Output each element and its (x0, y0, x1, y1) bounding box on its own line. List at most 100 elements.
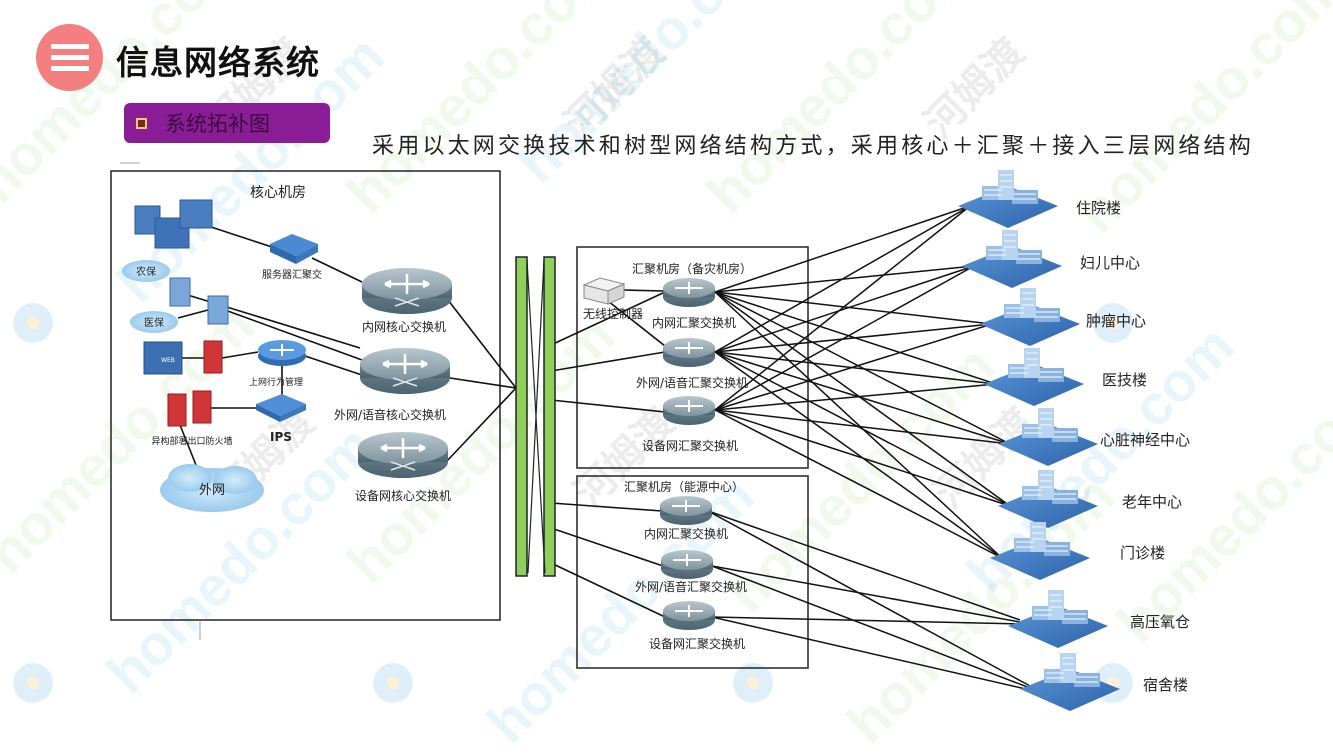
agg1-device-switch-icon (662, 395, 716, 426)
watermark-flower-icon (370, 660, 416, 706)
network-link (304, 355, 363, 376)
agg2-extranet-label: 外网/语音汇聚交换机 (635, 579, 747, 594)
hamburger-menu-icon[interactable] (36, 24, 103, 91)
agg1-extranet-switch-icon (662, 337, 716, 368)
core-extranet-label: 外网/语音核心交换机 (334, 407, 446, 422)
network-link (714, 265, 975, 411)
network-link (221, 351, 259, 359)
building-label: 心脏神经中心 (1100, 431, 1190, 449)
building-label: 住院楼 (1076, 199, 1121, 217)
yibao-label: 医保 (144, 316, 164, 329)
gateway-server-icon (169, 277, 229, 325)
building-label: 宿舍楼 (1143, 676, 1188, 694)
building-icon (997, 407, 1099, 467)
building-icon (997, 469, 1099, 529)
network-link (714, 205, 971, 293)
building-label: 门诊楼 (1120, 544, 1165, 562)
building-label: 高压氧仓 (1130, 613, 1190, 631)
network-link (714, 409, 1003, 559)
network-link (707, 510, 1021, 621)
agg2-intranet-switch-icon (659, 495, 713, 526)
core-device-label: 设备网核心交换机 (355, 488, 451, 503)
building-icon (979, 287, 1081, 347)
building-icon (1007, 589, 1109, 649)
links (169, 205, 1031, 691)
cloud-icon (122, 260, 178, 333)
building-label: 医技楼 (1102, 371, 1147, 389)
watermark-flower-icon (10, 660, 56, 706)
network-link (714, 205, 971, 411)
network-link (714, 351, 997, 385)
wireless-controller-label: 无线控制器 (583, 307, 643, 321)
firewall-label: 异构部署出口防火墙 (151, 435, 232, 447)
core-extranet-switch-icon (358, 346, 452, 396)
network-link (714, 265, 975, 293)
network-link (714, 323, 993, 353)
agg2-intranet-label: 内网汇聚交换机 (644, 526, 728, 541)
building-icon (989, 521, 1091, 581)
agg1-intranet-label: 内网汇聚交换机 (652, 315, 736, 330)
network-link (711, 565, 1031, 689)
section-tag-label: 系统拓补图 (165, 112, 270, 136)
network-link (714, 351, 1011, 445)
fiber-cross-link (527, 259, 545, 574)
building-label: 老年中心 (1122, 493, 1182, 511)
network-link (204, 224, 276, 249)
nongbao-label: 农保 (136, 265, 156, 278)
ips-label: IPS (270, 430, 292, 444)
network-link (714, 291, 993, 325)
network-link (714, 409, 1011, 507)
internet-label: 外网 (199, 483, 225, 498)
building-icon (961, 229, 1063, 289)
network-link (714, 291, 1003, 559)
core-intranet-switch-icon (360, 266, 454, 316)
agg2-device-label: 设备网汇聚交换机 (649, 636, 745, 651)
building-icon (957, 169, 1059, 229)
core-intranet-label: 内网核心交换机 (362, 319, 446, 334)
network-link (711, 616, 1031, 691)
network-link (447, 299, 517, 389)
network-link (224, 309, 363, 361)
internet-cloud-icon (160, 464, 264, 512)
section-tag: 系统拓补图 (124, 103, 330, 143)
fiber-trunk-bar (543, 256, 556, 577)
network-link (714, 265, 975, 353)
network-link (714, 351, 1003, 559)
agg-room-2-box (576, 475, 809, 669)
network-link (711, 616, 1021, 625)
network-link (623, 289, 666, 292)
server-icon (134, 199, 213, 249)
network-link (714, 205, 971, 353)
network-link (177, 419, 199, 471)
building-icon (1019, 652, 1121, 712)
server-agg-label: 服务器汇聚交 (262, 268, 322, 281)
network-link (711, 565, 1021, 623)
network-link (449, 377, 517, 389)
agg1-extranet-label: 外网/语音汇聚交换机 (636, 375, 748, 390)
network-link (714, 323, 993, 411)
network-link (714, 409, 1011, 445)
core-room-title: 核心机房 (250, 185, 306, 201)
agg2-device-switch-icon (662, 600, 716, 631)
core-device-switch-icon (356, 430, 450, 480)
page-title: 信息网络系统 (116, 43, 320, 82)
network-link (311, 257, 363, 283)
network-link (714, 351, 1011, 507)
network-link (550, 502, 663, 512)
watermark-flower-icon (10, 300, 56, 346)
bullet-icon (136, 117, 147, 129)
watermark-flower-icon (1090, 300, 1136, 346)
network-link (550, 351, 666, 372)
agg-room-1-title: 汇聚机房（备灾机房） (632, 261, 752, 276)
building-label: 妇儿中心 (1080, 254, 1140, 272)
core-room-box (110, 170, 501, 621)
network-link (707, 510, 1031, 687)
wireless-controller-icon (582, 277, 626, 305)
network-link (714, 383, 997, 411)
fiber-trunk-bar (515, 256, 528, 577)
network-link (550, 562, 666, 618)
network-link (550, 291, 666, 346)
web-label: WEB (161, 357, 175, 364)
network-link (607, 300, 666, 347)
